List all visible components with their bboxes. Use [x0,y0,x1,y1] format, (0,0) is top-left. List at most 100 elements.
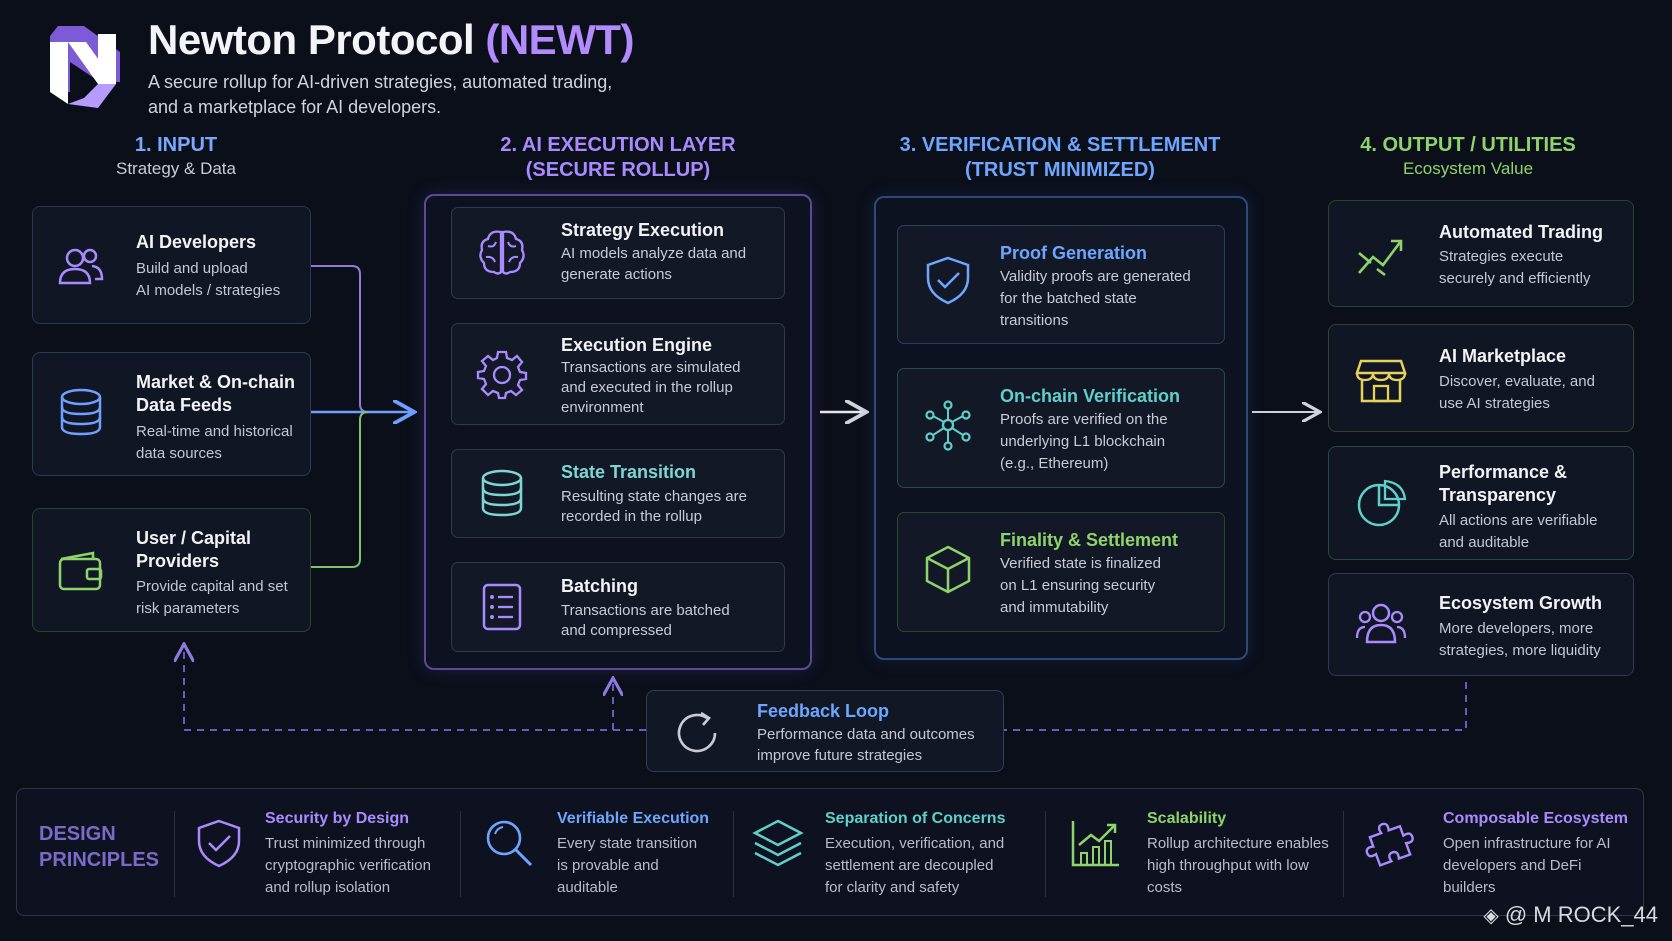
card-desc: (e.g., Ethereum) [1000,455,1109,472]
column-heading-verification: 3. VERIFICATION & SETTLEMENT (TRUST MINI… [870,133,1250,183]
principle-desc: costs [1147,879,1183,896]
card-title: Feedback Loop [757,701,890,721]
column-heading-text: 2. AI EXECUTION LAYER [500,134,736,156]
card-desc: use AI strategies [1439,395,1550,412]
card-desc: Real-time and historical [136,423,293,440]
subtitle-line: A secure rollup for AI-driven strategies… [148,72,613,92]
principle-desc: Execution, verification, and [825,835,1005,852]
card-title: Transparency [1439,485,1557,505]
card-desc: Transactions are simulated [561,359,741,376]
store-icon [1355,359,1407,403]
page-title: Newton Protocol (NEWT) [148,16,634,64]
puzzle-icon [1365,822,1414,867]
divider [460,811,461,897]
card-desc: on L1 ensuring security [1000,577,1156,594]
users-icon [1355,603,1407,644]
principle-desc: Open infrastructure for AI [1443,835,1611,852]
column-subheading: Ecosystem Value [1402,159,1534,178]
card-title: Batching [561,576,639,596]
input-card-data-feeds: Market & On-chain Data Feeds Real-time a… [32,352,311,476]
card-desc: recorded in the rollup [561,508,702,525]
card-title: User / Capital [136,528,252,548]
card-title: AI Marketplace [1439,346,1567,366]
users-icon [58,248,104,285]
verif-card-onchain-verification: On-chain Verification Proofs are verifie… [897,368,1225,488]
database-icon [481,469,523,517]
divider [174,811,175,897]
watermark: ◈ @ M ROCK_44 [1483,902,1658,928]
design-principles-title-line: PRINCIPLES [39,849,160,871]
card-title: Execution Engine [561,335,713,355]
output-card-performance-transparency: Performance & Transparency All actions a… [1328,446,1634,560]
divider [733,811,734,897]
card-desc: for the batched state [1000,290,1137,307]
card-desc: Resulting state changes are [561,488,747,505]
title-accent: (NEWT) [485,16,634,63]
principle-desc: cryptographic verification [265,857,431,874]
card-title: State Transition [561,462,697,482]
exec-card-strategy-execution: Strategy Execution AI models analyze dat… [451,207,785,299]
divider [1343,811,1344,897]
output-card-automated-trading: Automated Trading Strategies execute sec… [1328,200,1634,307]
principle-desc: high throughput with low [1147,857,1309,874]
card-title: On-chain Verification [1000,386,1181,406]
card-desc: improve future strategies [757,747,923,764]
refresh-icon [677,711,717,753]
card-desc: All actions are verifiable [1439,512,1598,529]
card-desc: strategies, more liquidity [1439,642,1601,659]
column-heading-text: 4. OUTPUT / UTILITIES [1360,134,1576,156]
shield-check-icon [926,256,970,305]
principle-title: Composable Ecosystem [1443,810,1628,827]
card-desc: AI models analyze data and [561,245,747,262]
principle-title: Security by Design [265,810,410,827]
divider [1045,811,1046,897]
exec-card-state-transition: State Transition Resulting state changes… [451,449,785,538]
principle-desc: Every state transition [557,835,698,852]
subtitle-line: and a marketplace for AI developers. [148,97,442,117]
card-desc: Proofs are verified on the [1000,411,1168,428]
design-principles-title: DESIGN PRINCIPLES [39,821,159,873]
card-desc: transitions [1000,312,1069,329]
principle-title: Verifiable Execution [557,810,710,827]
card-title: Strategy Execution [561,220,725,240]
principle-title: Scalability [1147,810,1227,827]
database-icon [60,388,102,436]
design-principles-bar: DESIGN PRINCIPLES Security by Design Tru… [16,788,1644,916]
column-heading-output: 4. OUTPUT / UTILITIES Ecosystem Value [1328,133,1608,180]
card-desc: More developers, more [1439,620,1594,637]
title-main: Newton Protocol [148,16,475,63]
cube-icon [925,545,971,594]
card-desc: environment [561,399,644,416]
card-title: Data Feeds [136,395,233,415]
card-desc: Strategies execute [1439,248,1564,265]
column-heading-text: 1. INPUT [134,134,218,156]
card-title: Providers [136,551,220,571]
card-desc: and auditable [1439,534,1530,551]
output-card-ecosystem-growth: Ecosystem Growth More developers, more s… [1328,573,1634,676]
exec-card-batching: Batching Transactions are batched and co… [451,562,785,652]
design-principles-title-line: DESIGN [39,823,116,845]
principle-title: Separation of Concerns [825,810,1006,827]
network-icon [925,400,971,451]
column-heading-text: 3. VERIFICATION & SETTLEMENT [899,134,1221,156]
card-desc: AI models / strategies [136,282,281,299]
principle-desc: Trust minimized through [265,835,426,852]
card-desc: data sources [136,445,222,462]
input-card-ai-developers: AI Developers Build and upload AI models… [32,206,311,324]
shield-check-icon [197,819,241,868]
column-heading-text: (SECURE ROLLUP) [525,159,711,181]
newton-logo [40,22,126,112]
card-title: Automated Trading [1439,222,1604,242]
card-desc: risk parameters [136,600,240,617]
card-desc: Build and upload [136,260,248,277]
principle-desc: auditable [557,879,618,896]
principle-desc: Rollup architecture enables [1147,835,1329,852]
card-title: AI Developers [136,232,257,252]
feedback-loop-card: Feedback Loop Performance data and outco… [646,690,1004,772]
exec-card-execution-engine: Execution Engine Transactions are simula… [451,323,785,425]
card-desc: underlying L1 blockchain [1000,433,1166,450]
principle-desc: settlement are decoupled [825,857,994,874]
chart-growth-icon [1071,821,1119,867]
card-desc: Discover, evaluate, and [1439,373,1595,390]
search-icon [486,820,533,867]
